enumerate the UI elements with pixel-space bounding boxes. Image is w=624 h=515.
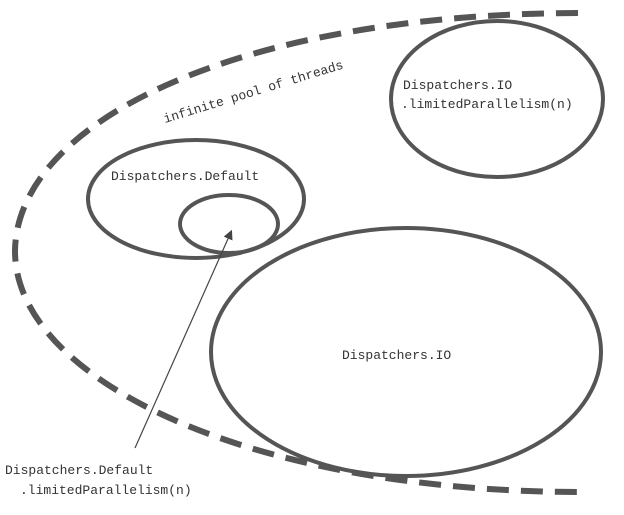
default-limited-ellipse <box>178 193 280 255</box>
default-ellipse <box>86 138 306 260</box>
thread-pool-label: infinite pool of threads <box>162 58 345 127</box>
io-ellipse <box>209 226 603 478</box>
io-limited-ellipse <box>389 19 605 179</box>
io-limited-label-1: Dispatchers.IO <box>403 78 512 93</box>
io-label: Dispatchers.IO <box>342 348 451 363</box>
thread-pool-boundary <box>11 10 583 495</box>
default-label: Dispatchers.Default <box>111 169 259 184</box>
io-limited-label-2: .limitedParallelism(n) <box>401 97 573 112</box>
default-limited-label-1: Dispatchers.Default <box>5 463 153 478</box>
pointer-arrow <box>134 229 233 449</box>
default-limited-label-2: .limitedParallelism(n) <box>20 483 192 498</box>
